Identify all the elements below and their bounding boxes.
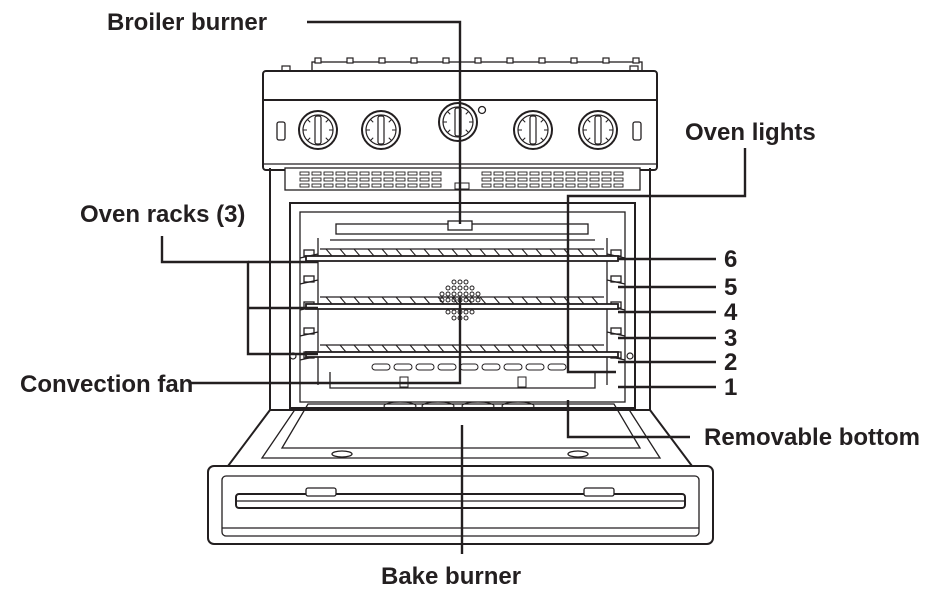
leader-oven-lights [566, 148, 747, 374]
label-oven-racks: Oven racks (3) [80, 201, 245, 228]
switch-left-icon [276, 121, 286, 141]
knob-icon [578, 110, 618, 150]
oven-door [207, 401, 714, 545]
cooktop-grates [281, 57, 643, 73]
leader-removable-bottom [566, 400, 690, 439]
label-convection-fan: Convection fan [20, 371, 193, 398]
rack-position-1: 1 [724, 374, 737, 401]
rack-position-2: 2 [724, 349, 737, 376]
label-oven-lights: Oven lights [685, 119, 816, 146]
rack-position-6: 6 [724, 246, 737, 273]
leader-lines [160, 20, 747, 554]
label-removable-bottom: Removable bottom [704, 424, 920, 451]
rack-position-4: 4 [724, 299, 738, 326]
leader-broiler-burner [307, 20, 462, 224]
switch-right-icon [632, 121, 642, 141]
rack-top [305, 248, 619, 262]
rack-position-3: 3 [724, 325, 737, 352]
knob-icon [361, 110, 401, 150]
knob-icon [438, 102, 478, 142]
rack-position-5: 5 [724, 274, 737, 301]
oven-racks [305, 248, 619, 358]
vent-strip [284, 167, 641, 191]
indicator-light-icon [477, 105, 487, 115]
label-broiler-burner: Broiler burner [107, 9, 267, 36]
knob-icon [298, 110, 338, 150]
leader-convection-fan [190, 298, 462, 385]
label-bake-burner: Bake burner [381, 563, 521, 590]
knob-icon [513, 110, 553, 150]
